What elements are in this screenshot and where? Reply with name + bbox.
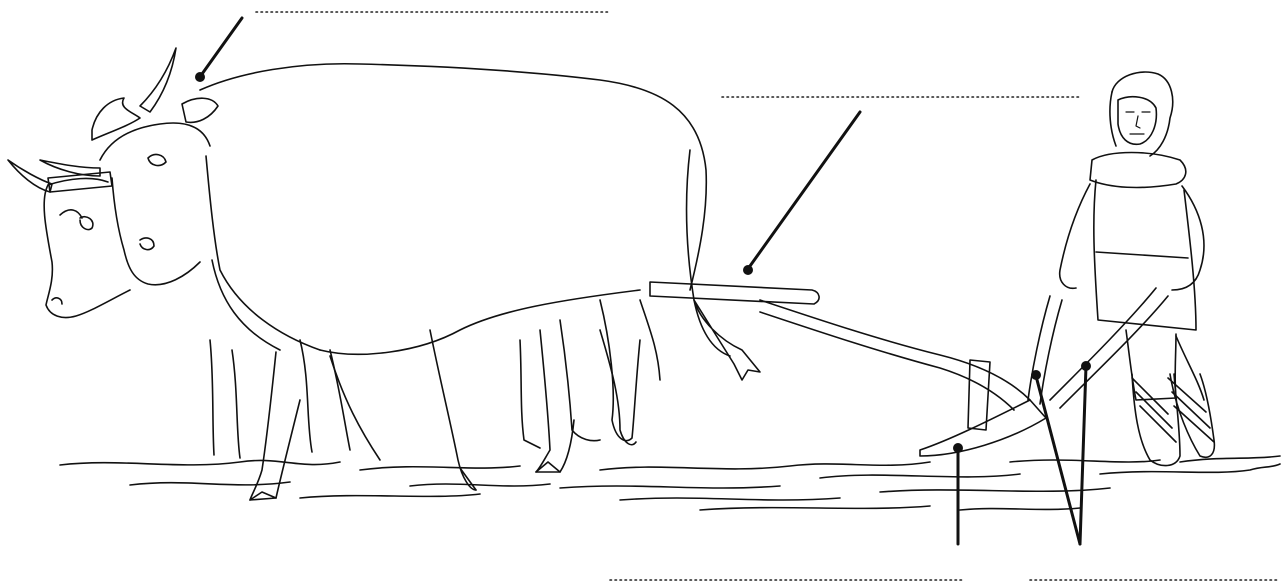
leader-line-upper-right [750,112,860,266]
leader-dot-top [195,72,205,82]
leader-dot-bottom-right-a [1031,370,1041,380]
back-ox [8,160,660,458]
label-upper-right [722,97,1080,275]
front-ox [40,48,760,500]
leader-dot-bottom-right-b [1081,361,1091,371]
plough [650,282,1168,456]
leader-line-bottom-right-b [1080,366,1086,544]
leader-dot-upper-right [743,265,753,275]
leader-dot-bottom-middle [953,443,963,453]
leader-line-top [202,18,242,74]
ploughman [1060,72,1215,466]
ground-furrows [60,456,1280,510]
